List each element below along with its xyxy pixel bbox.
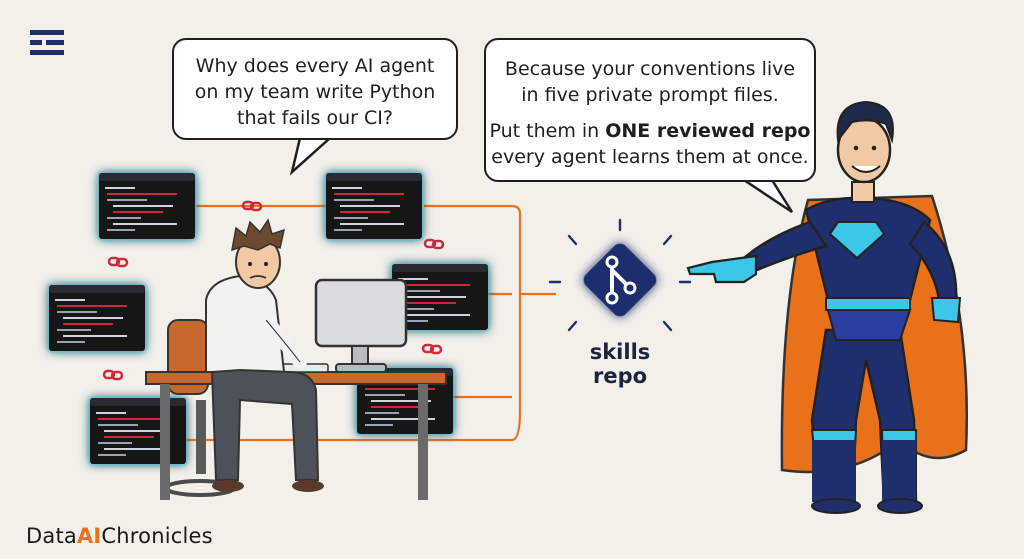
chain-link-icon [102, 369, 124, 381]
answer-line: Because your conventions live [504, 58, 796, 80]
superhero-character [686, 100, 969, 514]
brand-wordmark: DataAIChronicles [26, 524, 213, 548]
speech-tail-right [739, 178, 794, 214]
developer-desk [145, 218, 447, 500]
answer-line-emphasis: Put them in ONE reviewed repo [486, 118, 814, 144]
speech-tail-left [289, 136, 334, 176]
question-line: Why does every AI agent [195, 55, 435, 77]
brand-part: Data [26, 524, 77, 548]
answer-prefix: Put them in [489, 120, 606, 142]
answer-speech-bubble: Because your conventions live in five pr… [484, 38, 816, 182]
question-line: that fails our CI? [237, 107, 393, 129]
logo-icon [30, 30, 64, 55]
answer-line: in five private prompt files. [521, 84, 779, 106]
brand-part: Chronicles [101, 524, 213, 548]
git-branch-icon [548, 218, 692, 332]
chain-link-icon [107, 256, 129, 268]
answer-bold: ONE reviewed repo [605, 120, 811, 142]
question-line: on my team write Python [194, 81, 436, 103]
chain-link-icon [421, 343, 443, 355]
brand-part-accent: AI [76, 524, 102, 548]
answer-line: every agent learns them at once. [491, 146, 809, 168]
chain-link-icon [423, 238, 445, 250]
question-speech-bubble: Why does every AI agent on my team write… [172, 38, 458, 140]
repo-label: skills repo [589, 340, 651, 388]
